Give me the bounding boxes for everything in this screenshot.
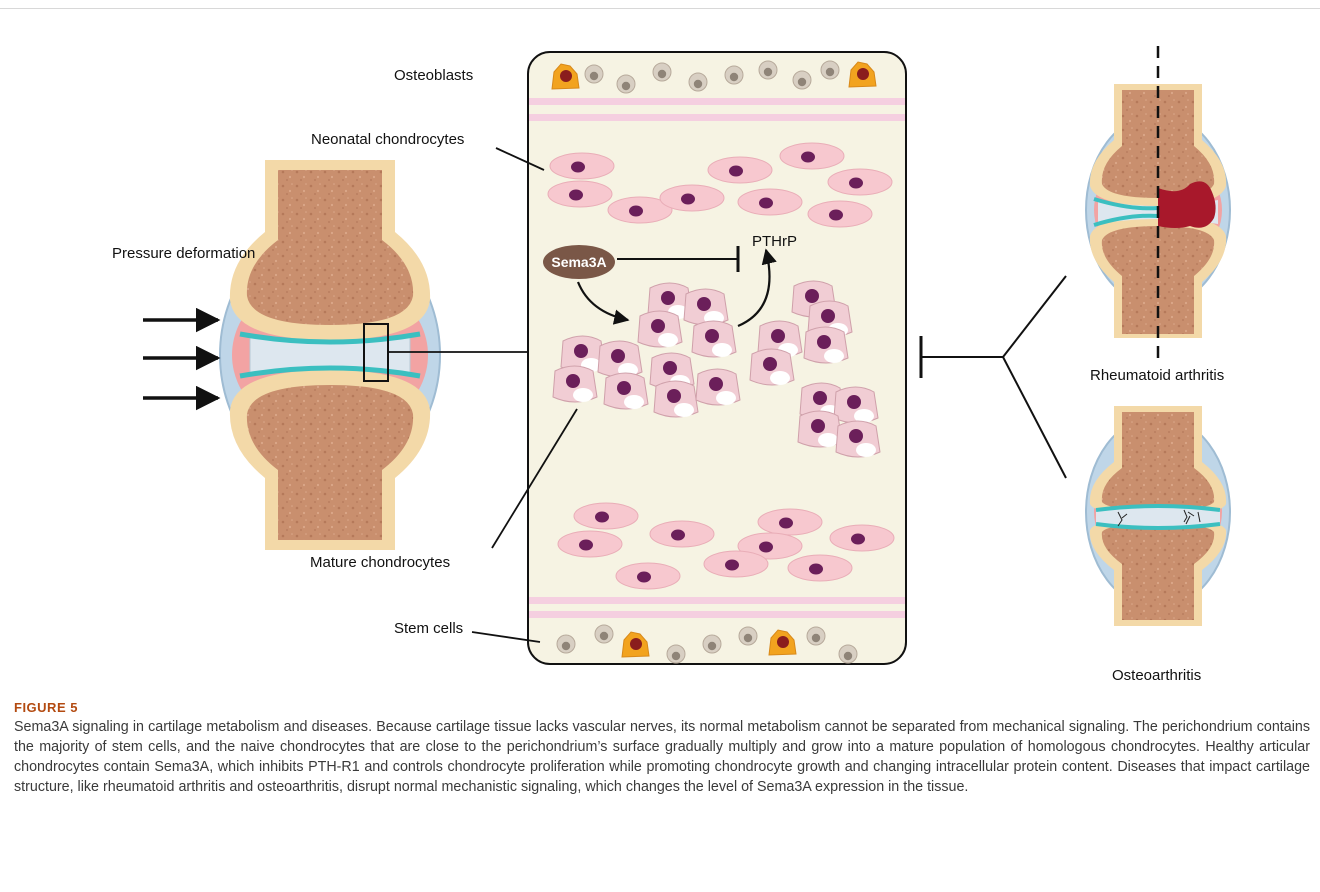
chondrocyte (704, 551, 768, 577)
chondrocyte (616, 563, 680, 589)
chondrocyte (574, 503, 638, 529)
bone-cell (585, 65, 603, 83)
mature-chondrocyte (604, 373, 648, 409)
chondrocyte (738, 189, 802, 215)
mature-chondrocyte (638, 311, 682, 347)
mature-chondrocyte (834, 387, 878, 423)
chondrocyte (808, 201, 872, 227)
chondrocyte (758, 509, 822, 535)
label-mature-chondrocytes: Mature chondrocytes (310, 554, 450, 571)
bone-cell (725, 66, 743, 84)
figure-caption-text: Sema3A signaling in cartilage metabolism… (14, 717, 1310, 797)
mature-chondrocyte (750, 349, 794, 385)
figure-diagram: Pressure deformation Sema3A PTHrP (0, 0, 1320, 700)
figure-label: FIGURE 5 (14, 700, 1310, 715)
mature-chondrocyte (684, 289, 728, 325)
chondrocyte (788, 555, 852, 581)
stem-cell (557, 635, 575, 653)
chondrocyte (780, 143, 844, 169)
stem-cell (667, 645, 685, 663)
label-stem-cells: Stem cells (394, 620, 463, 637)
stem-cell (739, 627, 757, 645)
chondrocyte (660, 185, 724, 211)
pressure-arrows (143, 320, 218, 398)
chondrocyte (650, 521, 714, 547)
stem-cell (703, 635, 721, 653)
healthy-joint (220, 160, 440, 550)
label-pressure-deformation: Pressure deformation (112, 245, 255, 262)
bone-cell (653, 63, 671, 81)
ra-joint (1086, 46, 1230, 364)
chondrocyte (548, 181, 612, 207)
figure-caption: FIGURE 5 Sema3A signaling in cartilage m… (14, 700, 1310, 797)
bone-cell (793, 71, 811, 89)
mature-chondrocyte (654, 381, 698, 417)
mature-chondrocyte (553, 366, 597, 402)
stem-cell (839, 645, 857, 663)
chondrocyte (708, 157, 772, 183)
bone-cell (821, 61, 839, 79)
perichondrium-top-2 (529, 114, 905, 121)
sema3a-label: Sema3A (551, 254, 606, 270)
chondrocyte (550, 153, 614, 179)
branch-to-oa (1003, 357, 1066, 478)
oa-joint-space (1096, 507, 1220, 527)
oa-joint (1086, 406, 1230, 626)
perichondrium-bottom-2 (529, 611, 905, 618)
label-rheumatoid-arthritis: Rheumatoid arthritis (1090, 367, 1224, 384)
mature-chondrocyte (836, 421, 880, 457)
mature-chondrocyte (598, 341, 642, 377)
stem-cell (807, 627, 825, 645)
label-osteoblasts: Osteoblasts (394, 67, 473, 84)
label-osteoarthritis: Osteoarthritis (1112, 667, 1201, 684)
mature-chondrocyte (692, 321, 736, 357)
perichondrium-bottom-1 (529, 597, 905, 604)
mature-chondrocyte (696, 369, 740, 405)
pthrp-label: PTHrP (752, 233, 797, 250)
mature-chondrocyte (798, 411, 842, 447)
chondrocyte (558, 531, 622, 557)
perichondrium-top-1 (529, 98, 905, 105)
branch-to-ra (1003, 276, 1066, 357)
chondrocyte (828, 169, 892, 195)
chondrocyte (830, 525, 894, 551)
bone-cell (759, 61, 777, 79)
label-neonatal-chondrocytes: Neonatal chondrocytes (311, 131, 464, 148)
bone-cell (689, 73, 707, 91)
mature-chondrocyte (804, 327, 848, 363)
bone-cell (617, 75, 635, 93)
stem-cell (595, 625, 613, 643)
